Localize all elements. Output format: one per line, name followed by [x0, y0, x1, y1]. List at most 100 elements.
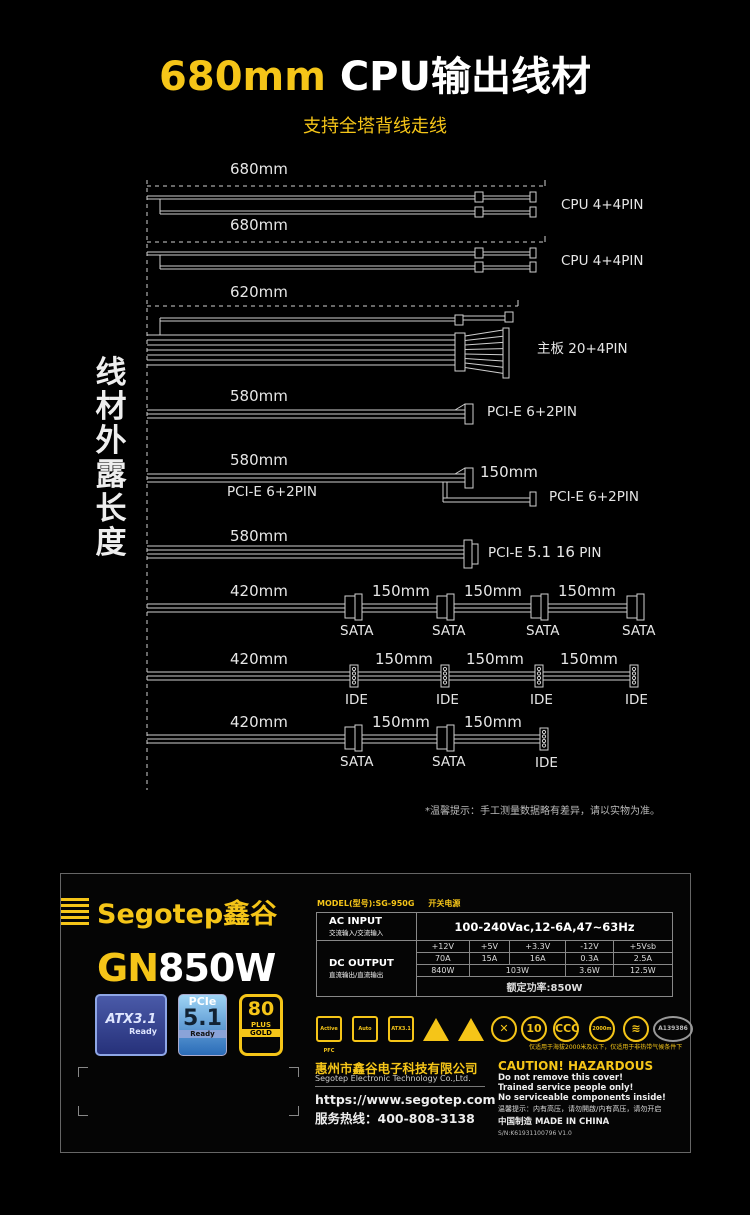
cable-wire — [464, 341, 504, 346]
connector — [474, 261, 484, 273]
cable-wire — [464, 348, 504, 350]
sata-connector — [354, 593, 363, 621]
made-in: 中国制造 MADE IN CHINA — [498, 1117, 610, 1127]
ide-pin — [351, 675, 357, 681]
ide-pin — [541, 734, 547, 739]
sata-connector — [446, 724, 455, 752]
connector — [529, 191, 537, 203]
connector-label: IDE — [625, 692, 648, 708]
cert-number-icon: A139386 — [653, 1016, 693, 1042]
segment-length: 150mm — [464, 582, 522, 600]
connector-label: IDE — [530, 692, 553, 708]
warnings: Do not remove this cover!Trained service… — [498, 1073, 666, 1103]
altitude-icon: 2000m — [589, 1016, 615, 1042]
active-pfc-icon: Active PFC — [316, 1016, 342, 1054]
serial-number: S/N:K61931100796 V1.0 — [498, 1130, 572, 1137]
auto-icon: Auto — [352, 1016, 378, 1042]
branch-length: 150mm — [480, 463, 538, 481]
corner-mark — [289, 1106, 299, 1116]
segment-length: 420mm — [230, 713, 288, 731]
connector-label: SATA — [622, 623, 656, 639]
connector — [474, 191, 484, 203]
ide-pin — [631, 675, 637, 681]
sata-connector — [540, 593, 549, 621]
cable-wire — [454, 467, 466, 475]
segment-length: 150mm — [464, 713, 522, 731]
cable-diagram — [146, 180, 645, 790]
connector-label: SATA — [340, 754, 374, 770]
connector — [464, 403, 474, 425]
connector-label: 主板 20+4PIN — [537, 341, 628, 357]
connector — [504, 311, 514, 323]
connector-label: PCI-E 5.1 16 PIN — [488, 543, 602, 561]
cable-wire — [464, 329, 504, 337]
connector-label: SATA — [526, 623, 560, 639]
cable-wire — [464, 353, 504, 356]
connector — [529, 261, 537, 273]
ide-pin — [442, 671, 448, 676]
warning-icon — [423, 1018, 449, 1041]
ide-pin — [442, 666, 448, 672]
ide-pin — [541, 738, 547, 744]
connector-label: SATA — [340, 623, 374, 639]
ide-pin — [536, 680, 542, 685]
cable-length: 580mm — [230, 451, 288, 469]
corner-mark — [78, 1067, 88, 1077]
sata-connector — [636, 593, 645, 621]
ide-pin — [351, 680, 357, 685]
high-voltage-icon — [458, 1018, 484, 1041]
cable-length: 620mm — [230, 283, 288, 301]
altitude-note: 仅适用于海拔2000米及以下，仅适用于非热带气候条件下 — [529, 1044, 683, 1051]
connector-label: PCI-E 6+2PIN — [487, 404, 577, 420]
connector — [454, 332, 466, 372]
connector — [502, 327, 510, 379]
recycle-10-icon: 10 — [521, 1016, 547, 1042]
ide-pin — [442, 675, 448, 681]
ide-pin — [351, 671, 357, 676]
ide-pin — [631, 680, 637, 685]
connector-label: IDE — [345, 692, 368, 708]
logo-stripes — [61, 898, 89, 928]
cable-length: 580mm — [230, 527, 288, 545]
sata-connector — [344, 726, 356, 750]
sata-connector — [436, 726, 448, 750]
hotline: 服务热线：400-808-3138 — [315, 1111, 475, 1126]
page-title: 680mm CPU输出线材 — [159, 54, 591, 100]
connector-label: CPU 4+4PIN — [561, 197, 644, 213]
segment-length: 420mm — [230, 650, 288, 668]
sata-connector — [436, 595, 448, 619]
no-disassemble-icon: ✕ — [491, 1016, 517, 1042]
segment-length: 150mm — [466, 650, 524, 668]
connector — [454, 314, 464, 326]
ide-pin — [536, 675, 542, 681]
sata-connector — [446, 593, 455, 621]
atx31-icon: ATX3.1 — [388, 1016, 414, 1042]
model-name: GN850W — [97, 946, 276, 990]
corner-mark — [78, 1106, 88, 1116]
cable-wire — [454, 403, 466, 411]
corner-mark — [289, 1067, 299, 1077]
subtitle: 支持全塔背线走线 — [303, 116, 447, 137]
ide-pin — [631, 671, 637, 676]
sata-connector — [530, 595, 542, 619]
divider — [315, 1086, 485, 1087]
connector-label: IDE — [535, 755, 558, 771]
ide-pin — [536, 666, 542, 672]
ccc-icon: CCC — [553, 1016, 579, 1042]
connector-label: CPU 4+4PIN — [561, 253, 644, 269]
cable-wire — [464, 358, 504, 362]
cable-length: 680mm — [230, 216, 288, 234]
ide-pin — [442, 680, 448, 685]
segment-length: 150mm — [372, 582, 430, 600]
measurement-note: *温馨提示：手工测量数据略有差异，请以实物为准。 — [425, 806, 660, 817]
connector-label: SATA — [432, 754, 466, 770]
company-cn: 惠州市鑫谷电子科技有限公司 — [315, 1061, 478, 1076]
segment-length: 150mm — [560, 650, 618, 668]
connector — [529, 247, 537, 259]
